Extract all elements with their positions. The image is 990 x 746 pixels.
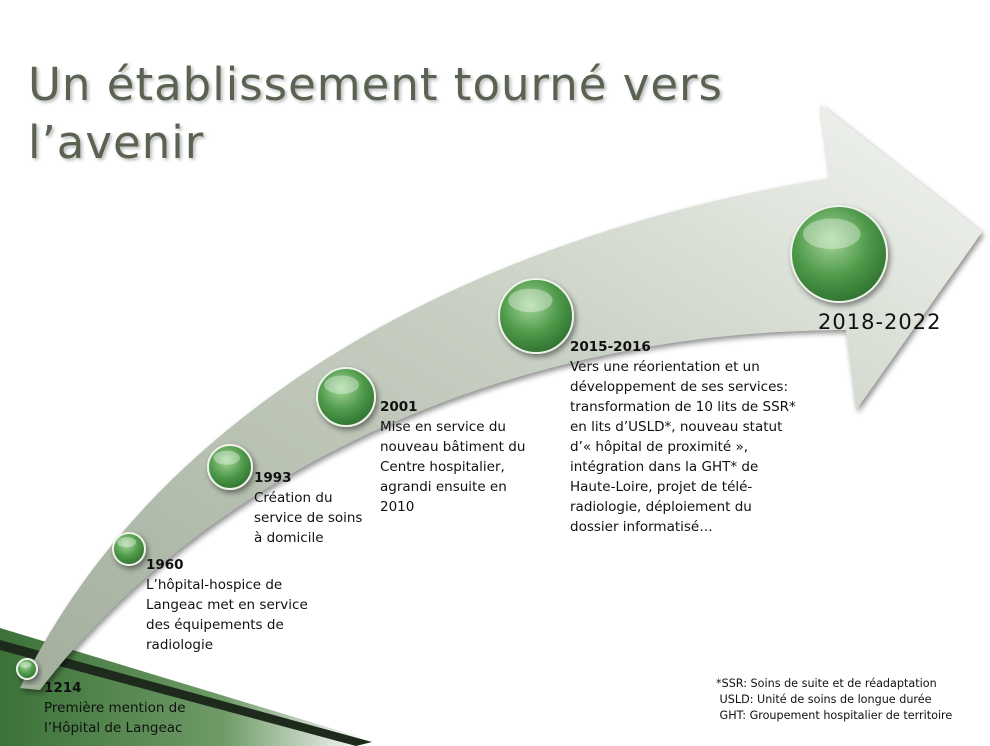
event-text: Vers une réorientation et un développeme… xyxy=(570,359,796,535)
event-text: Première mention de l’Hôpital de Langeac xyxy=(44,700,186,736)
event-2018-2022: 2018-2022 xyxy=(818,310,978,334)
event-year: 2001 xyxy=(380,399,418,415)
event-year: 1214 xyxy=(44,680,82,696)
node-highlight xyxy=(803,218,861,250)
timeline-node-1993 xyxy=(207,444,253,490)
dark-band-stripe xyxy=(0,640,372,746)
event-text: Création du service de soins à domicile xyxy=(254,490,363,546)
event-text: L’hôpital-hospice de Langeac met en serv… xyxy=(146,577,308,653)
timeline-node-2015-2016 xyxy=(498,278,574,354)
node-highlight xyxy=(117,537,137,548)
timeline-node-2018-2022 xyxy=(790,205,888,303)
event-year: 2015-2016 xyxy=(570,339,651,355)
footnote-ssr: *SSR: Soins de suite et de réadaptation xyxy=(716,677,937,690)
node-highlight xyxy=(19,661,32,668)
footnote-ght: GHT: Groupement hospitalier de territoir… xyxy=(716,709,953,722)
node-highlight xyxy=(508,288,553,313)
timeline-node-1960 xyxy=(112,532,146,566)
event-1960: 1960 L’hôpital-hospice de Langeac met en… xyxy=(146,555,324,655)
footnote-usld: USLD: Unité de soins de longue durée xyxy=(716,693,932,706)
node-highlight xyxy=(213,450,240,465)
event-1214: 1214 Première mention de l’Hôpital de La… xyxy=(44,678,224,738)
node-highlight xyxy=(324,375,360,395)
page-title: Un établissement tourné vers l’avenir xyxy=(28,58,723,169)
event-2015-2016: 2015-2016 Vers une réorientation et un d… xyxy=(570,337,804,537)
event-text: Mise en service du nouveau bâtiment du C… xyxy=(380,419,526,515)
event-2001: 2001 Mise en service du nouveau bâtiment… xyxy=(380,397,540,517)
event-year: 2018-2022 xyxy=(818,310,942,334)
event-year: 1993 xyxy=(254,470,292,486)
footnotes: *SSR: Soins de suite et de réadaptation … xyxy=(716,676,986,724)
timeline-node-2001 xyxy=(316,367,376,427)
event-1993: 1993 Création du service de soins à domi… xyxy=(254,468,372,548)
timeline-node-1214 xyxy=(16,658,38,680)
event-year: 1960 xyxy=(146,557,184,573)
curved-arrow xyxy=(20,104,982,690)
